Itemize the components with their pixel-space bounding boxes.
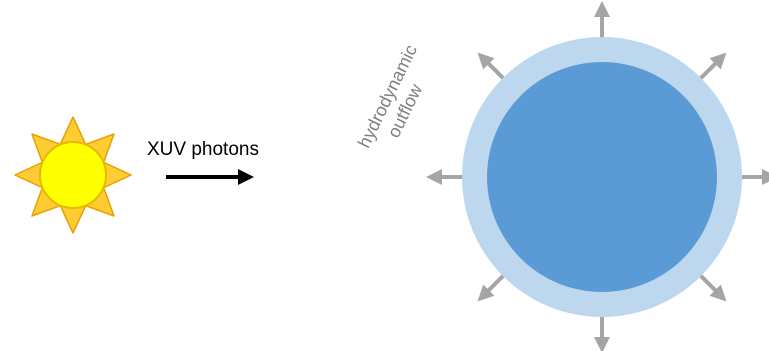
planet-core [487,62,717,292]
outflow-arrow-icon [698,52,727,81]
sun-rays [14,116,132,234]
sun-ray [59,116,87,146]
sun-core [39,141,107,209]
outflow-label: hydrodynamic outflow [354,42,427,151]
sun-ray [59,204,87,234]
sun-ray [14,161,44,189]
xuv-photons-label: XUV photons [147,139,259,160]
outflow-arrows [426,1,769,351]
outflow-arrow-icon [698,273,727,302]
sun-ray [102,161,132,189]
outflow-arrow-icon [477,273,506,302]
planet-icon [462,37,742,317]
sun-icon [14,116,132,234]
outflow-arrow-icon [477,52,506,81]
